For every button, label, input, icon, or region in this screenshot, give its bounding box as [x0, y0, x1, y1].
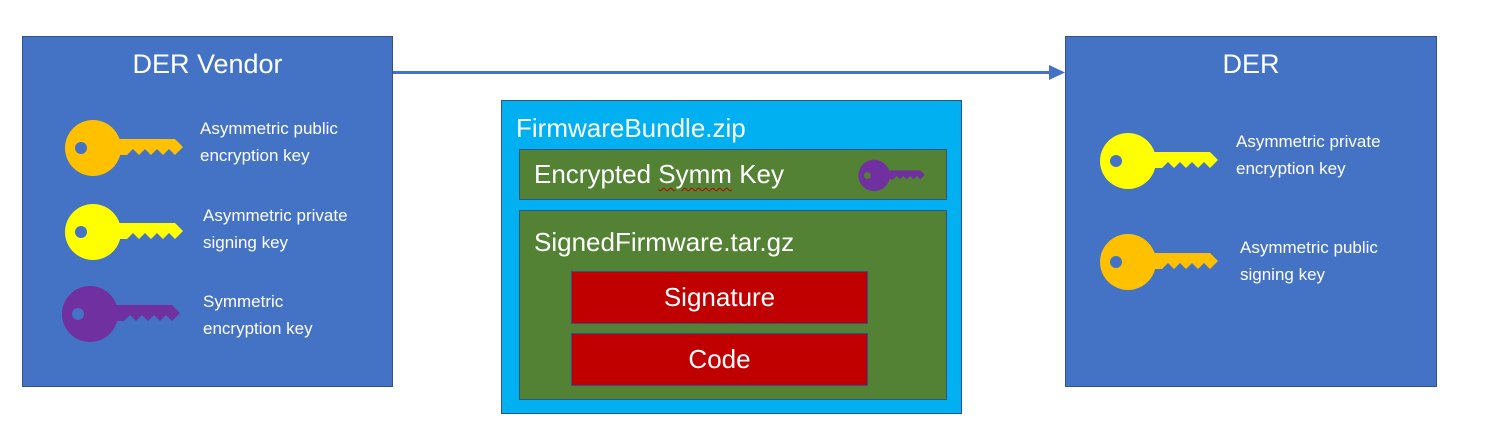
encrypted-label-suffix: Key: [731, 159, 784, 189]
vendor-key-label-symmetric-encryption: Symmetric encryption key: [203, 292, 313, 338]
firmware-bundle-title: FirmwareBundle.zip: [516, 113, 746, 143]
encrypted-label-prefix: Encrypted: [534, 159, 659, 189]
encrypted-label-symm: Symm: [658, 159, 732, 189]
key-icon: [858, 159, 925, 192]
vendor-key-label-public-encryption: Asymmetric public encryption key: [200, 119, 338, 165]
vendor-key-label-private-signing: Asymmetric private signing key: [203, 206, 348, 252]
der-panel: DER Asymmetric private encryption key As…: [1065, 36, 1437, 387]
key-icon: [65, 204, 183, 260]
der-key-label-public-signing: Asymmetric public signing key: [1240, 238, 1378, 284]
firmware-bundle: FirmwareBundle.zip Encrypted Symm Key Si…: [501, 100, 962, 414]
signature-block: Signature: [571, 271, 868, 324]
der-vendor-panel: DER Vendor Asymmetric public encryption …: [22, 36, 393, 387]
flow-arrow: [393, 65, 1065, 80]
signed-firmware-box: SignedFirmware.tar.gz Signature Code: [519, 210, 947, 400]
flow-arrow-head: [1049, 65, 1065, 80]
key-icon: [62, 286, 180, 342]
key-icon: [1100, 133, 1218, 189]
der-key-label-private-encryption: Asymmetric private encryption key: [1236, 132, 1381, 178]
key-icon: [1100, 234, 1218, 290]
der-title: DER: [1222, 49, 1280, 79]
signed-firmware-title: SignedFirmware.tar.gz: [534, 227, 795, 257]
code-block: Code: [571, 333, 868, 386]
encrypted-symm-key-label: Encrypted Symm Key: [534, 159, 784, 190]
der-vendor-title: DER Vendor: [132, 49, 283, 79]
key-icon: [65, 120, 183, 176]
encrypted-symm-key-box: Encrypted Symm Key: [519, 149, 947, 200]
